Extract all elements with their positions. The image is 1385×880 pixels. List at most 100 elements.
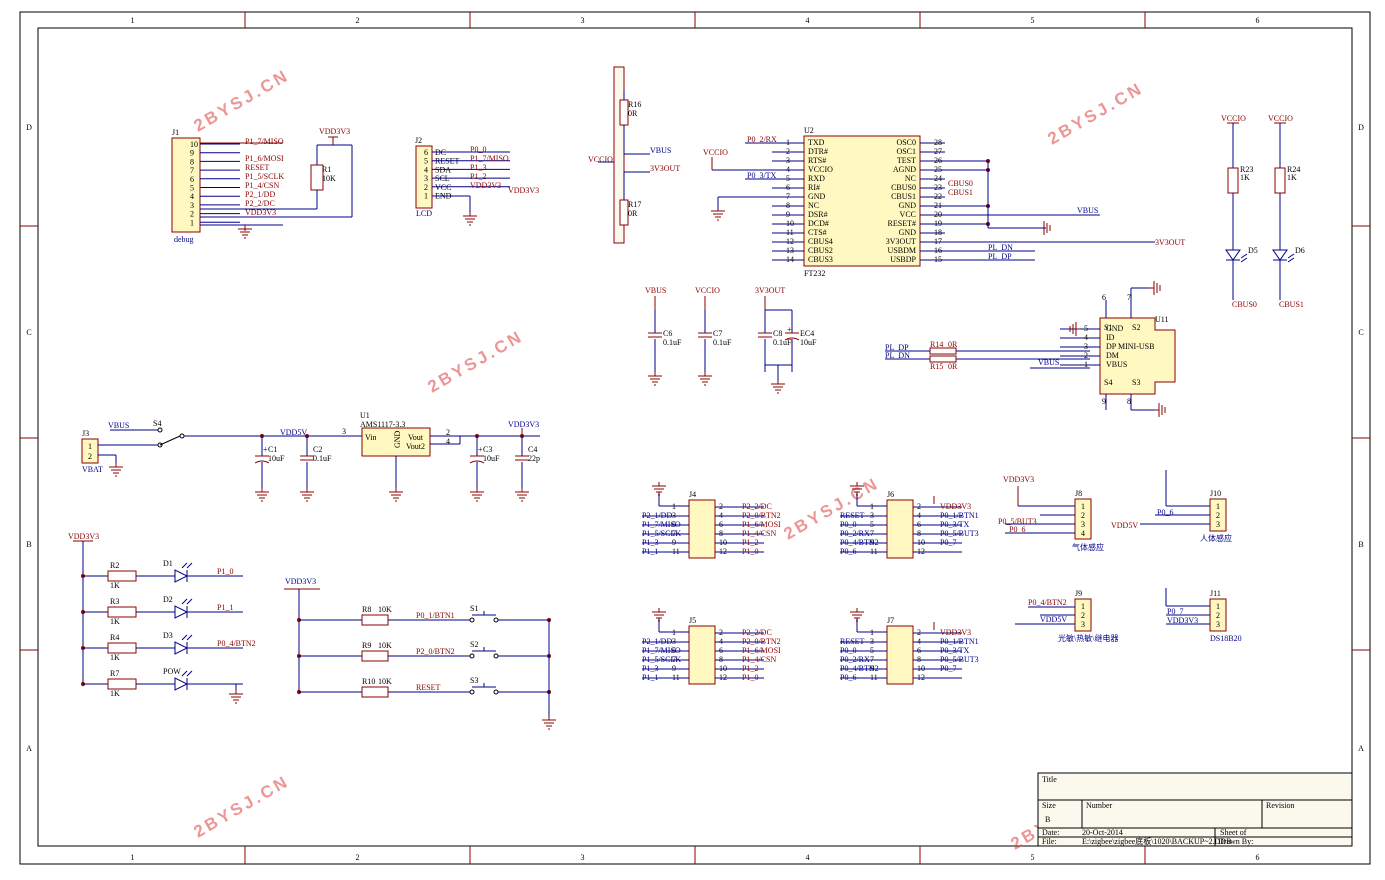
- switch-ref: S2: [470, 640, 478, 649]
- resistor-ref: R14: [930, 340, 943, 349]
- component-name: 人体感应: [1200, 533, 1232, 543]
- resistor-value: 1K: [110, 581, 120, 590]
- pin-number: 9: [786, 210, 790, 219]
- pin-number: 5: [1084, 324, 1088, 333]
- plus-sign: +: [478, 445, 483, 454]
- resistor-value: 0R: [628, 209, 638, 218]
- net-label: VCCIO: [588, 155, 613, 164]
- resistor: [1227, 167, 1239, 194]
- ref-label: U2: [804, 126, 814, 135]
- ref-label: J6: [887, 490, 894, 499]
- net-label: P0_6: [1009, 525, 1025, 534]
- net-label: PL_DN: [988, 243, 1013, 252]
- net-label: P0_2/RX: [840, 529, 870, 538]
- net-label: P2_2/DC: [742, 502, 772, 511]
- pin-number: 1: [870, 502, 874, 511]
- pin-number: 1: [672, 502, 676, 511]
- pin-number: 1: [1216, 602, 1220, 611]
- cap-ref: C3: [483, 445, 492, 454]
- pin-number: 2: [786, 147, 790, 156]
- net-label: CBUS0: [948, 179, 973, 188]
- pin-number: 21: [934, 201, 942, 210]
- pin-name: GND: [899, 228, 917, 237]
- net-label: P1_2: [742, 664, 758, 673]
- pin-name: GND: [808, 192, 826, 201]
- pin-name: 3V3OUT: [886, 237, 916, 246]
- net-label: VBUS: [1038, 358, 1059, 367]
- net-label: PL_DP: [988, 252, 1012, 261]
- pin-number: 12: [786, 237, 794, 246]
- pin-number: 2: [1084, 351, 1088, 360]
- component-name: DS18B20: [1210, 634, 1242, 643]
- resistor-value: 1K: [110, 653, 120, 662]
- net-label: P0_5/BUT3: [998, 517, 1037, 526]
- pin-name: RTS#: [808, 156, 826, 165]
- resistor: [107, 570, 137, 582]
- net-label: 3V3OUT: [1155, 238, 1185, 247]
- pin-name: CBUS1: [891, 192, 916, 201]
- net-label: VDD3V3: [319, 127, 350, 136]
- resistor: [107, 642, 137, 654]
- net-label: VCCIO: [1221, 114, 1246, 123]
- wire: [181, 562, 188, 569]
- net-label: P1_7/MISO: [642, 520, 681, 529]
- net-label: VDD5V: [280, 428, 307, 437]
- resistor-ref: R9: [362, 641, 371, 650]
- pin-number: 3: [786, 156, 790, 165]
- net-label: VBUS: [108, 421, 129, 430]
- column-label: 2: [356, 16, 360, 25]
- ground-symbol: [542, 716, 556, 730]
- capacitor-plate: [784, 337, 800, 341]
- net-label: VDD3V3: [470, 181, 501, 190]
- pin-number: 15: [934, 255, 942, 264]
- led-diode-icon: [174, 641, 189, 655]
- header-body: [688, 499, 716, 559]
- pin-name: CBUS3: [808, 255, 833, 264]
- pin-number: 2: [446, 428, 450, 437]
- pin-number: 3: [1081, 620, 1085, 629]
- column-label: 6: [1256, 16, 1260, 25]
- ref-label: J8: [1075, 489, 1082, 498]
- net-label: VDD3V3: [508, 420, 539, 429]
- pin-name: DM: [1106, 351, 1119, 360]
- pin-number: 4: [424, 165, 428, 174]
- resistor-ref: R7: [110, 669, 119, 678]
- resistor-ref: R15: [930, 362, 943, 371]
- pin-name: GND: [899, 201, 917, 210]
- pin-number: 10: [786, 219, 794, 228]
- pin-number: 2: [1216, 511, 1220, 520]
- net-label: P1_6/MOSI: [245, 154, 284, 163]
- net-label: P1_4/CSN: [742, 655, 776, 664]
- cap-value: 10uF: [483, 454, 500, 463]
- pin-number: 1: [88, 442, 92, 451]
- ground-symbol: [1155, 403, 1166, 417]
- resistor-ref: R24: [1287, 165, 1300, 174]
- pin-number: 24: [934, 174, 942, 183]
- number-label: Number: [1086, 801, 1113, 810]
- resistor-value: 10K: [322, 174, 336, 183]
- pin-number: 1: [870, 628, 874, 637]
- net-label: P1_4/CSN: [245, 181, 279, 190]
- net-label: VBUS: [645, 286, 666, 295]
- wire: [186, 670, 193, 677]
- pin-number: 1: [424, 192, 428, 201]
- pin-number: 13: [786, 246, 794, 255]
- column-label: 4: [806, 853, 810, 862]
- capacitor-plate: [469, 460, 485, 464]
- pin-name: Vout: [408, 433, 424, 442]
- switch-contact: [469, 653, 475, 659]
- wire: [1287, 257, 1295, 263]
- net-label: P1_1: [642, 547, 658, 556]
- pin-number: 2: [424, 183, 428, 192]
- pin-number: 27: [934, 147, 942, 156]
- ground-symbol: [850, 482, 864, 496]
- header-j5: J513P2_1/DD5P1_7/MISO7P1_5/SCLK9P1_311P1…: [642, 608, 781, 685]
- resistor-ref: R1: [322, 165, 331, 174]
- column-label: 1: [131, 853, 135, 862]
- net-label: P2_1/DD: [642, 637, 672, 646]
- net-label: VDD5V: [1040, 615, 1067, 624]
